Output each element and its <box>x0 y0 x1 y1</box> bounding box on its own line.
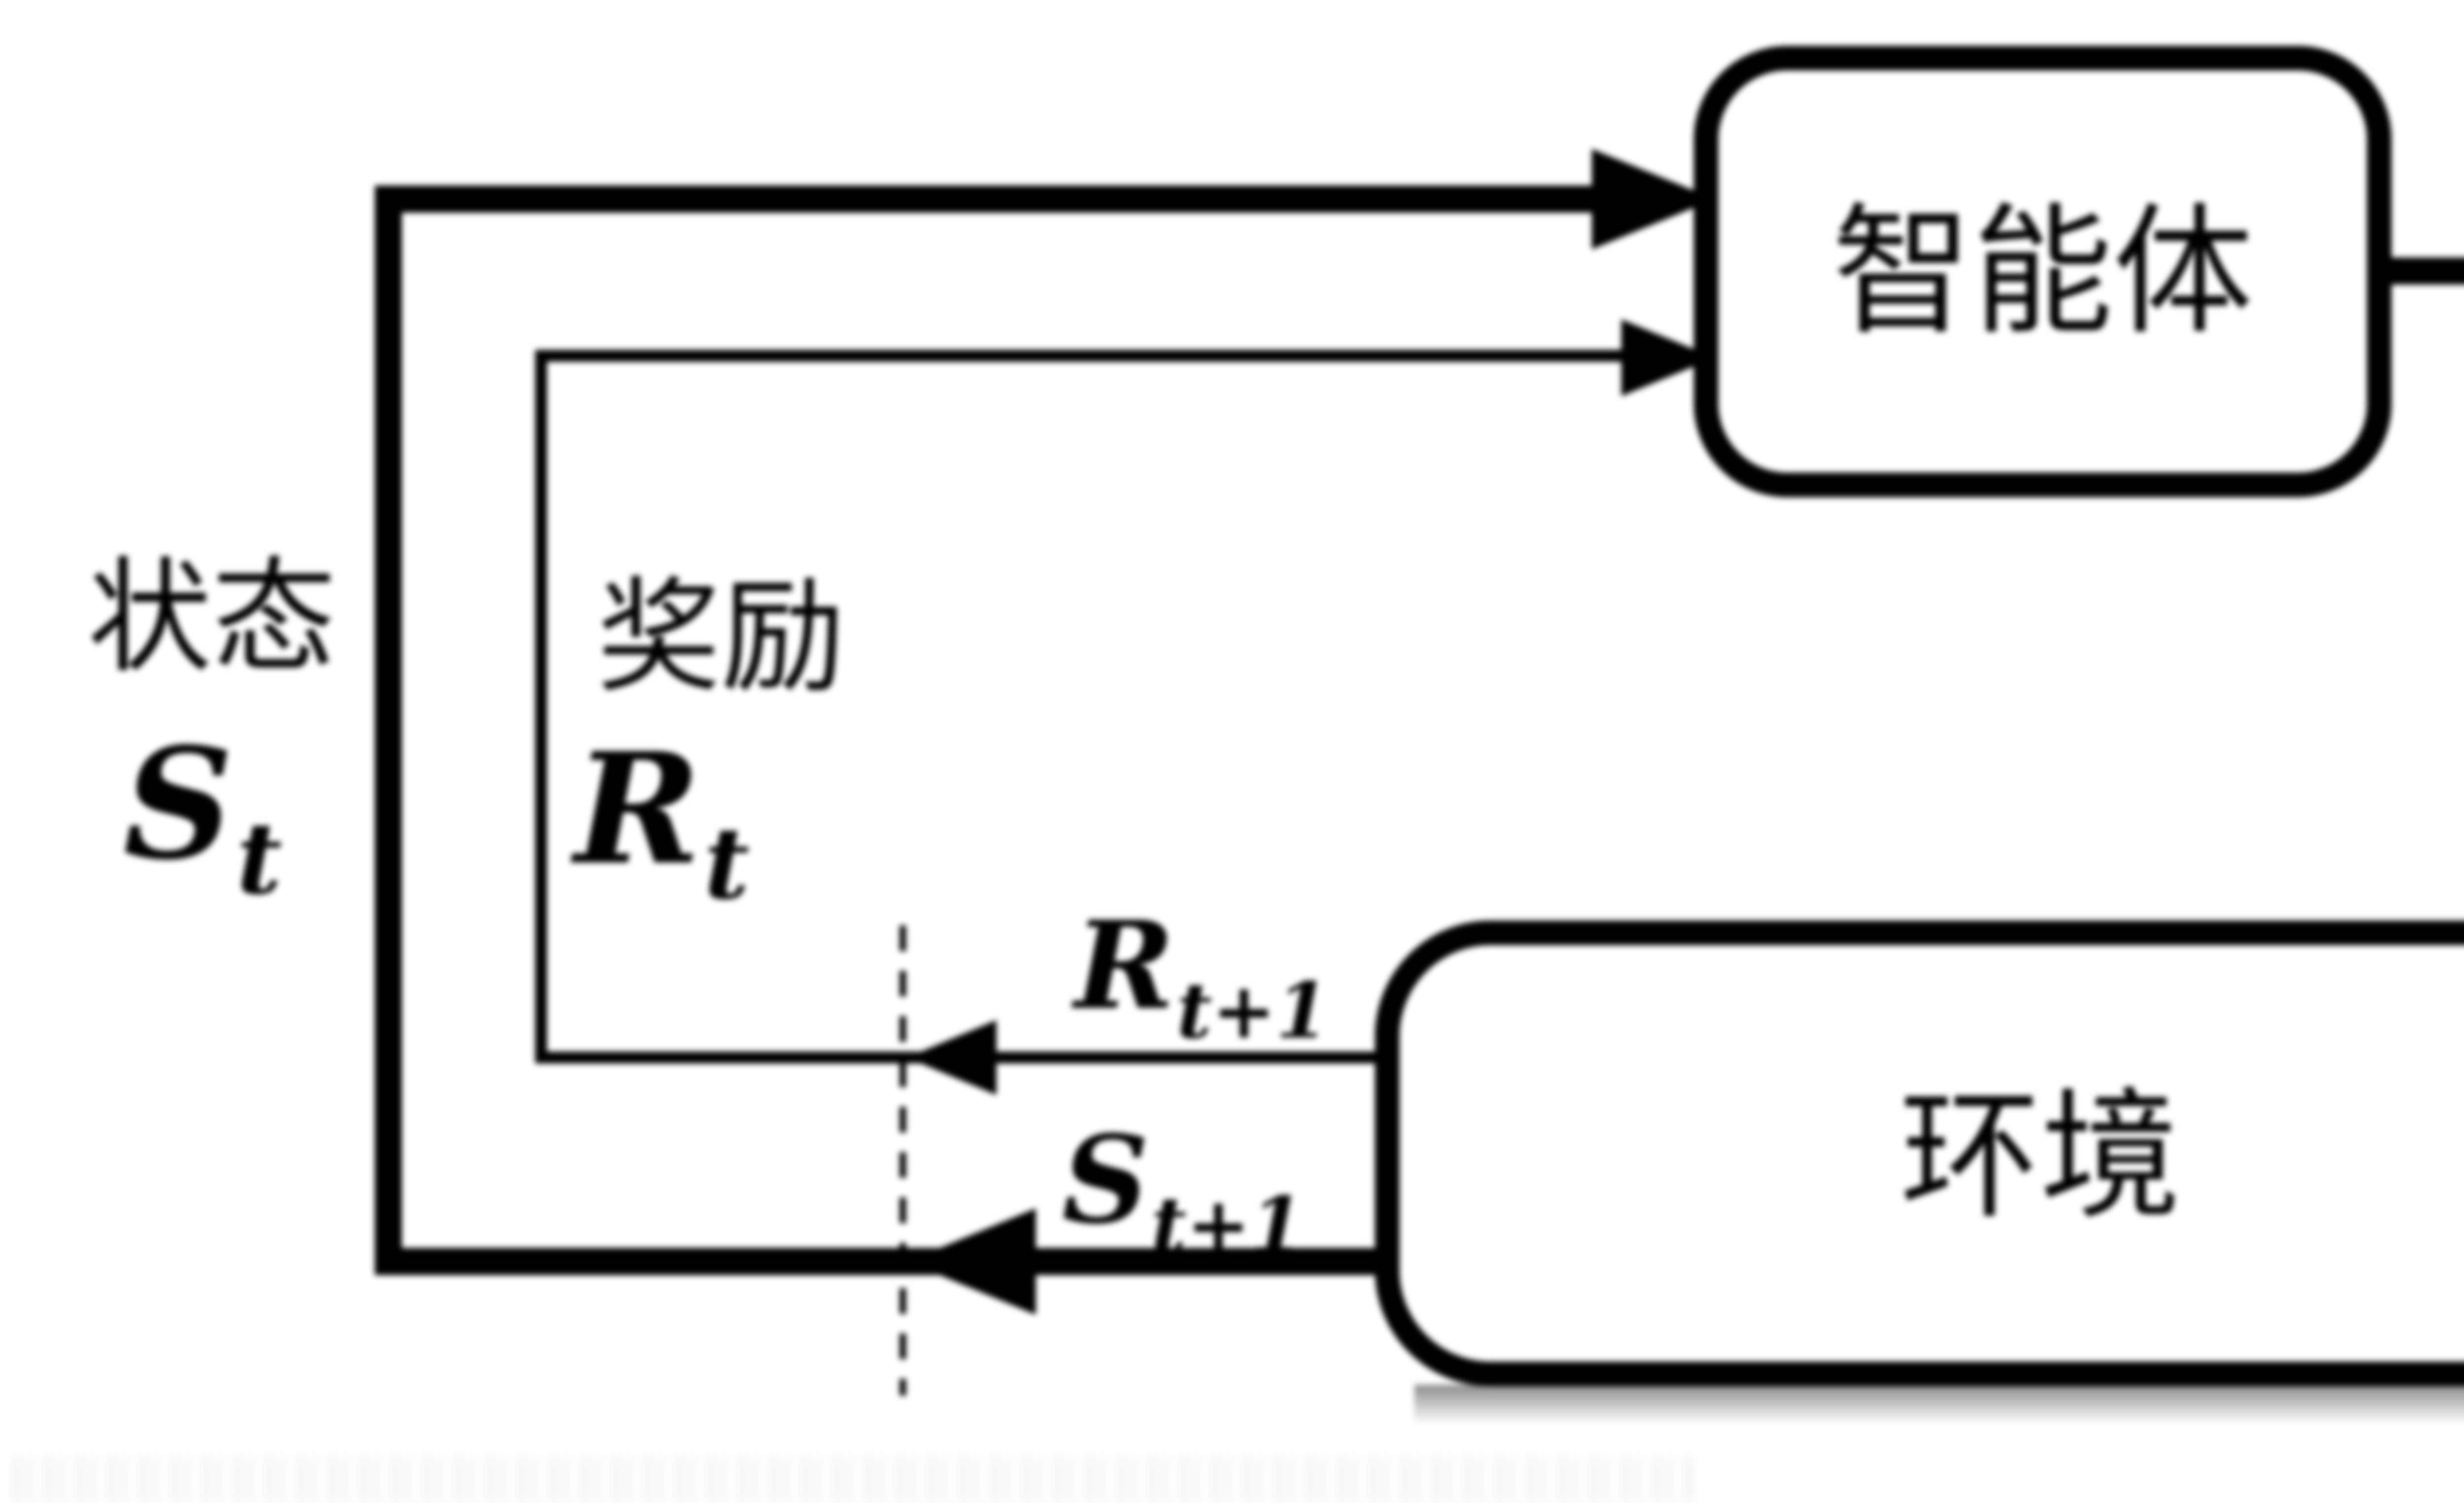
next-state-arrowhead <box>907 1208 1036 1315</box>
environment-box <box>1375 921 2464 1386</box>
state-symbol-subscript: t <box>237 801 282 917</box>
environment-box-label: 环境 <box>1900 1075 2181 1238</box>
state-into-agent-arrowhead <box>1592 149 1715 249</box>
environment-box-shadow <box>1414 1385 2464 1424</box>
state-label-cn: 状态 <box>88 546 336 690</box>
reward-symbol-subscript: t <box>704 806 750 922</box>
next-state-symbol-subscript: t+1 <box>1151 1180 1303 1270</box>
reward-label-cn: 奖励 <box>597 565 845 710</box>
next-reward-arrowhead <box>907 1020 996 1095</box>
agent-box-label: 智能体 <box>1832 190 2254 354</box>
state-loop-line <box>375 185 1607 1275</box>
reward-into-agent-arrowhead <box>1621 319 1715 396</box>
agent-box <box>1694 46 2392 497</box>
next-state-symbol: St+1 <box>1062 1109 1303 1270</box>
next-reward-symbol: Rt+1 <box>1071 894 1329 1056</box>
state-symbol: St <box>123 715 282 917</box>
reward-symbol: Rt <box>569 719 750 922</box>
next-reward-symbol-subscript: t+1 <box>1177 965 1329 1056</box>
cropped-caption-ghost <box>12 1456 1698 1503</box>
